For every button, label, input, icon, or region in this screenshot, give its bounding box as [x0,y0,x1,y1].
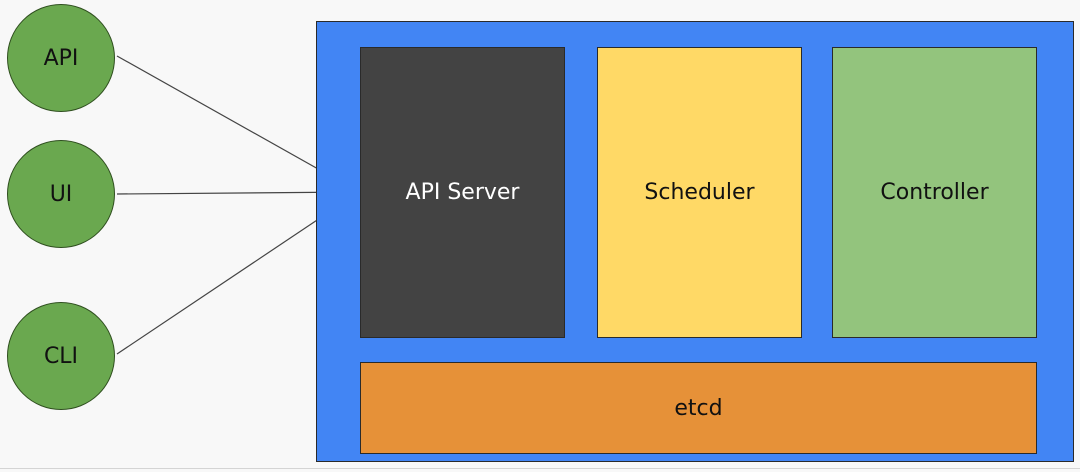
controller-label: Controller [880,180,989,205]
control-plane-container: API Server Scheduler Controller etcd [316,21,1074,462]
scheduler-box[interactable]: Scheduler [597,47,802,338]
bottom-divider [0,468,1080,469]
client-node-api[interactable]: API [7,4,115,112]
controller-box[interactable]: Controller [832,47,1037,338]
api-server-box[interactable]: API Server [360,47,565,338]
client-node-cli[interactable]: CLI [7,302,115,410]
etcd-label: etcd [674,395,723,421]
scheduler-label: Scheduler [644,180,755,205]
client-node-ui-label: UI [49,181,73,207]
api-server-label: API Server [405,180,520,205]
client-node-api-label: API [43,45,79,71]
client-node-ui[interactable]: UI [7,140,115,248]
etcd-box[interactable]: etcd [360,362,1037,454]
client-node-cli-label: CLI [43,343,79,369]
